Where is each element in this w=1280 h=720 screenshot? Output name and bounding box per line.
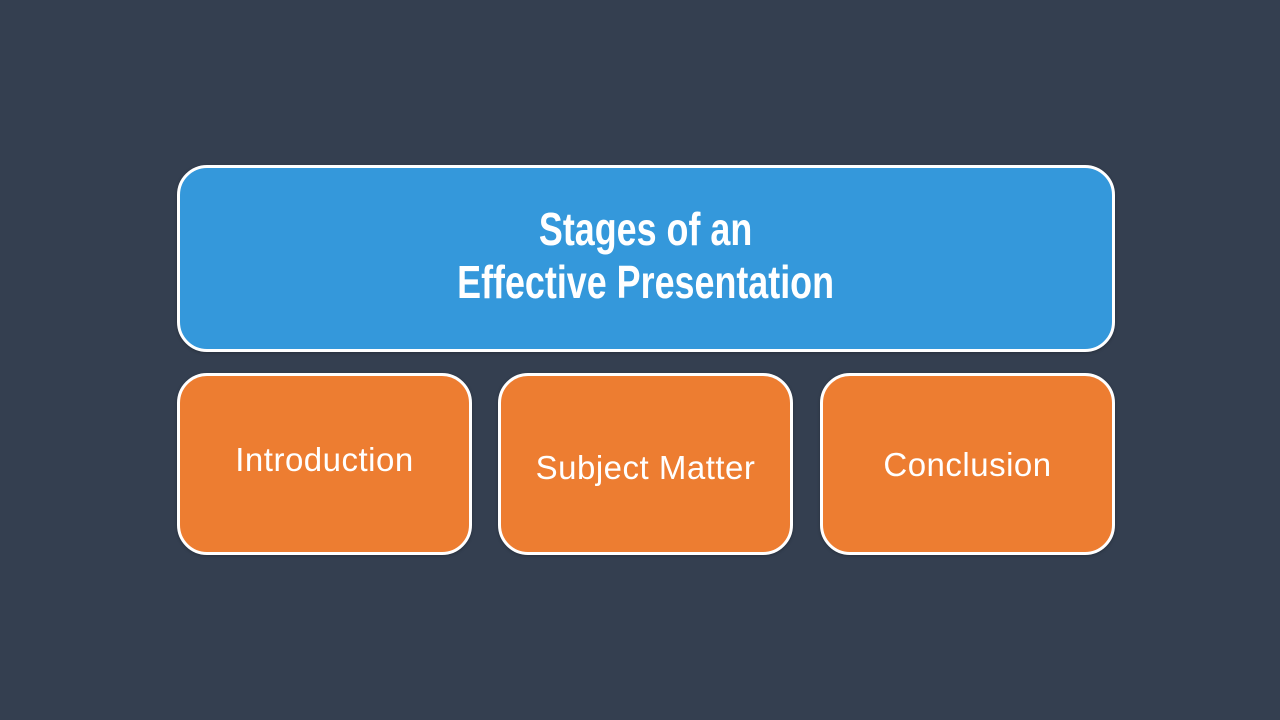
- stage-label-conclusion: Conclusion: [883, 446, 1052, 483]
- title-box: Stages of an Effective Presentation: [177, 165, 1115, 352]
- stage-box-introduction: Introduction: [177, 373, 472, 555]
- slide-title-line2: Effective Presentation: [457, 255, 835, 308]
- slide-title-line1: Stages of an: [539, 202, 753, 255]
- stage-label-introduction: Introduction: [235, 441, 414, 478]
- stage-box-conclusion: Conclusion: [820, 373, 1115, 555]
- stage-label-subject-matter: Subject Matter: [535, 449, 756, 486]
- slide-title: Stages of an Effective Presentation: [458, 203, 835, 309]
- stage-box-subject-matter: Subject Matter: [498, 373, 793, 555]
